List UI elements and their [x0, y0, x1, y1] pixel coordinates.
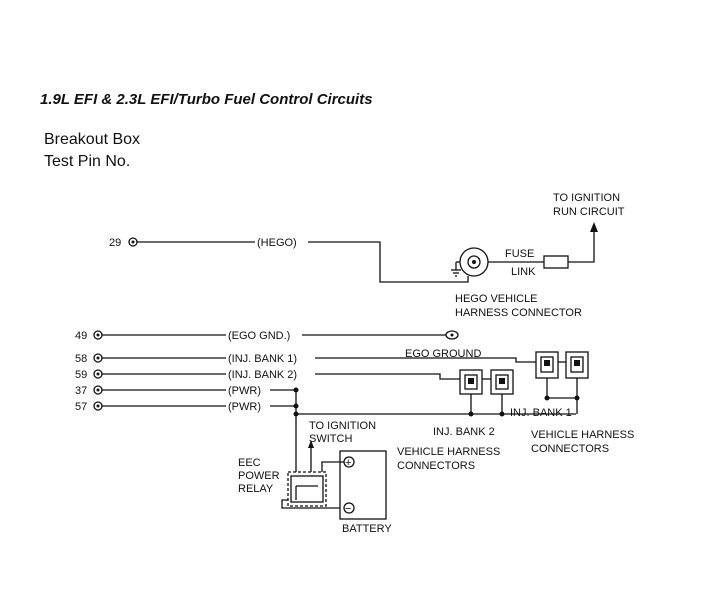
hego-connector-label-2: HARNESS CONNECTOR — [455, 307, 582, 319]
battery-symbol: + − — [339, 450, 387, 520]
diagram-title: 1.9L EFI & 2.3L EFI/Turbo Fuel Control C… — [40, 91, 373, 108]
battery-minus: − — [345, 503, 351, 515]
to-ignition-switch-label-1: TO IGNITION — [309, 420, 376, 432]
pin-58-number: 58 — [75, 353, 87, 365]
relay-to-battery-wire — [281, 499, 340, 509]
inj-bank-1-connector-b — [565, 351, 589, 379]
inj-bank-2-connector-b — [490, 369, 514, 395]
junction-pwr-bus — [293, 411, 299, 417]
fuse-label: FUSE — [505, 248, 534, 260]
vehicle-harness-right-label-2: CONNECTORS — [531, 443, 609, 455]
battery-plus: + — [345, 457, 351, 469]
heading-test-pin-no: Test Pin No. — [44, 153, 130, 170]
vehicle-harness-mid-label-1: VEHICLE HARNESS — [397, 446, 500, 458]
fuse-link-wire-right — [568, 232, 595, 263]
pin-37-signal: (PWR) — [228, 385, 261, 397]
inj-bank-1-label: INJ. BANK 1 — [510, 407, 572, 419]
junction-bank-2-a — [468, 411, 474, 417]
junction-bank-1-b — [574, 395, 580, 401]
ego-ground-label: EGO GROUND — [405, 348, 481, 360]
link-label: LINK — [511, 266, 536, 278]
hego-wire — [308, 241, 469, 283]
junction-bank-1-a — [544, 395, 550, 401]
hego-connector-label-1: HEGO VEHICLE — [455, 293, 538, 305]
junction-bank-2-b — [499, 411, 505, 417]
inj-bank-2-wire — [315, 373, 460, 380]
to-ignition-switch-label-2: SWITCH — [309, 433, 352, 445]
relay-label: RELAY — [238, 483, 274, 495]
pin-57-signal: (PWR) — [228, 401, 261, 413]
hego-connector — [451, 247, 489, 277]
inj-bank-2-label: INJ. BANK 2 — [433, 426, 495, 438]
pin-57-number: 57 — [75, 401, 87, 413]
pin-59-signal: (INJ. BANK 2) — [228, 369, 297, 381]
vehicle-harness-mid-label-2: CONNECTORS — [397, 460, 475, 472]
pin-29-signal: (HEGO) — [257, 237, 297, 249]
eec-power-relay — [287, 471, 327, 507]
pin-58-signal: (INJ. BANK 1) — [228, 353, 297, 365]
to-ignition-run-label-2: RUN CIRCUIT — [553, 206, 625, 218]
fuse-link — [543, 255, 569, 269]
power-label: POWER — [238, 470, 280, 482]
battery-positive-wire — [321, 461, 344, 472]
to-ignition-run-label-1: TO IGNITION — [553, 192, 620, 204]
pin-59-number: 59 — [75, 369, 87, 381]
pin-49-signal: (EGO GND.) — [228, 330, 290, 342]
vehicle-harness-right-label-1: VEHICLE HARNESS — [531, 429, 634, 441]
arrow-to-ignition-switch — [308, 440, 314, 448]
eec-label: EEC — [238, 457, 261, 469]
inj-bank-1-connector-a — [535, 351, 559, 379]
pin-37-number: 37 — [75, 385, 87, 397]
inj-bank-2-connector-a — [459, 369, 483, 395]
inj-bank-1-wire — [315, 357, 540, 363]
ego-ground-eyelet — [445, 330, 459, 340]
arrow-to-ignition-run — [590, 222, 598, 232]
junction-pin-57 — [293, 403, 299, 409]
pin-29-number: 29 — [109, 237, 121, 249]
junction-pin-37 — [293, 387, 299, 393]
battery-label: BATTERY — [342, 523, 392, 535]
pin-49-number: 49 — [75, 330, 87, 342]
heading-breakout-box: Breakout Box — [44, 131, 140, 148]
